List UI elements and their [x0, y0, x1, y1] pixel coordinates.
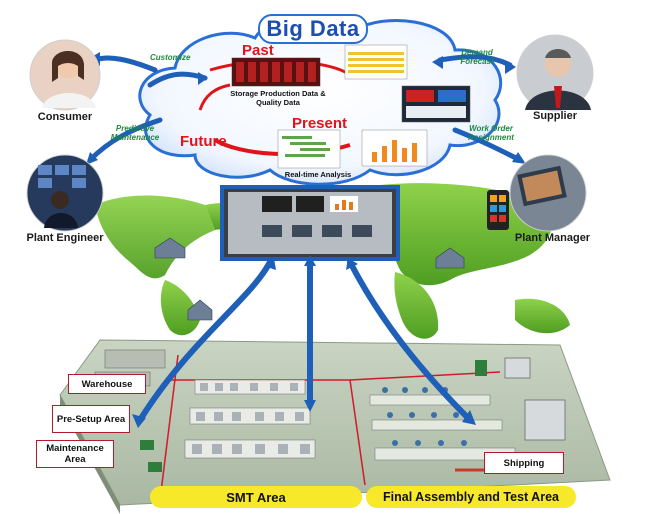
- demand-forecast-label: Demand Forecast: [460, 48, 494, 66]
- supplier-label: Supplier: [532, 110, 577, 122]
- engineer-avatar: [26, 154, 104, 232]
- storage-servers-image: [231, 57, 321, 87]
- data-table-thumbnail: [344, 44, 408, 80]
- pre-setup-label: Pre-Setup Area: [52, 405, 130, 433]
- arrow-predictive: [87, 117, 163, 163]
- warehouse-label: Warehouse: [68, 374, 146, 394]
- predictive-maintenance-label: Predictive Maintenance: [110, 124, 160, 142]
- future-label: Future: [180, 133, 227, 150]
- storage-label: Storage Production Data & Quality Data: [230, 89, 326, 107]
- control-room: [220, 185, 400, 261]
- factory-floor: [59, 339, 611, 514]
- house-icon: [154, 237, 465, 321]
- page-title: Big Data: [258, 14, 368, 44]
- work-order-label: Work Order Assignment: [468, 124, 514, 142]
- arrow-customize: [92, 55, 158, 73]
- world-map: [95, 183, 570, 339]
- smt-area-label: SMT Area: [150, 486, 362, 508]
- gantt-thumbnail: [277, 129, 341, 169]
- present-label: Present: [292, 115, 348, 132]
- consumer-avatar: [29, 39, 101, 111]
- bar-chart-thumbnail: [361, 129, 428, 167]
- maintenance-label: Maintenance Area: [36, 440, 114, 468]
- plant-manager-label: Plant Manager: [514, 232, 591, 244]
- realtime-label: Real-time Analysis: [284, 170, 352, 179]
- arrow-work-order: [452, 127, 523, 163]
- customize-label: Customize: [150, 53, 191, 62]
- supplier-avatar: [516, 34, 594, 112]
- dashboard-thumbnail: [401, 85, 471, 123]
- manager-avatar: [487, 154, 587, 232]
- final-assembly-label: Final Assembly and Test Area: [366, 486, 576, 508]
- consumer-label: Consumer: [37, 111, 93, 123]
- past-label: Past: [242, 42, 274, 59]
- shipping-label: Shipping: [484, 452, 564, 474]
- plant-engineer-label: Plant Engineer: [26, 232, 104, 244]
- arrow-demand: [437, 54, 513, 68]
